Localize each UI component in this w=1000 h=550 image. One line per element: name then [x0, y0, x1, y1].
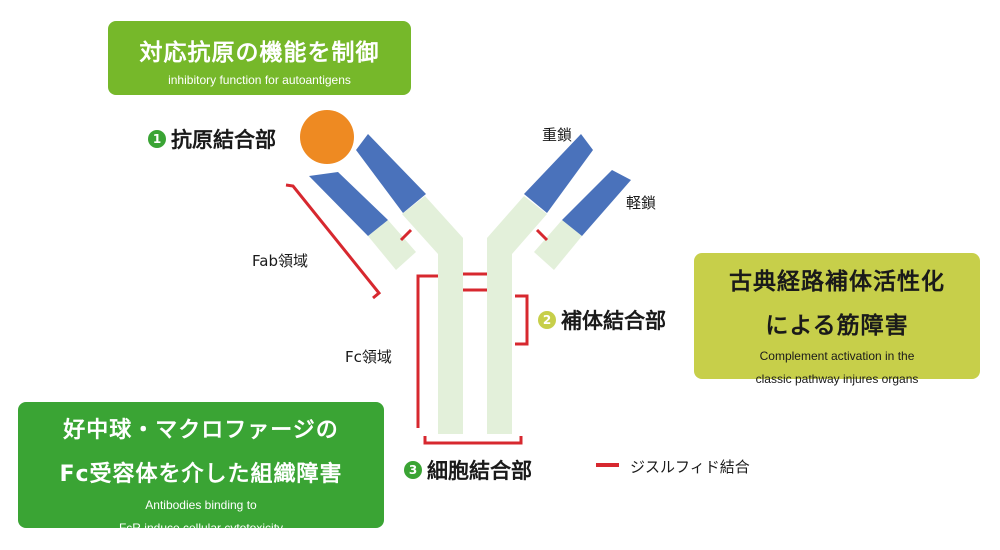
- fc-receptor-box: 好中球・マクロファージの Fc受容体を介した組織障害 Antibodies bi…: [18, 402, 384, 535]
- light-chain-left-constant: [368, 220, 416, 270]
- fc-right-stem: [487, 262, 512, 434]
- antigen-binding-site-text: 抗原結合部: [171, 128, 276, 152]
- inhibitory-title: 対応抗原の機能を制御: [139, 40, 380, 66]
- legend-disulfide-label: ジスルフィド結合: [630, 458, 750, 476]
- number-badge: 2: [538, 311, 556, 329]
- antigen-binding-site-label: 1 抗原結合部: [148, 124, 276, 154]
- light-chain-left-variable: [309, 172, 388, 236]
- cell-binding-site-label: 3 細胞結合部: [404, 455, 532, 485]
- heavy-chain-left-constant: [402, 196, 463, 266]
- fc-title-line1: 好中球・マクロファージの: [63, 418, 339, 443]
- antigen-circle: [300, 110, 354, 164]
- disulfide-bond-left-arm: [399, 228, 413, 242]
- heavy-chain-label: 重鎖: [542, 126, 573, 144]
- number-badge: 3: [404, 461, 422, 479]
- cell-site-bracket: [423, 436, 523, 445]
- fc-subtitle-line1: Antibodies binding to: [145, 498, 257, 512]
- complement-subtitle-line2: classic pathway injures organs: [755, 372, 919, 386]
- heavy-chain-left-variable: [356, 134, 426, 213]
- fab-region-bracket: [285, 183, 382, 300]
- complement-binding-site-text: 補体結合部: [561, 309, 666, 333]
- light-chain-label: 軽鎖: [626, 194, 657, 212]
- complement-title-line2: による筋障害: [765, 313, 909, 339]
- fc-title-line2: Fc受容体を介した組織障害: [59, 462, 343, 487]
- heavy-chain-right-variable: [524, 134, 593, 213]
- fc-region-label: Fc領域: [345, 348, 392, 366]
- light-chain-right-variable: [562, 170, 631, 236]
- complement-site-bracket: [515, 294, 529, 346]
- fc-left-stem: [438, 262, 463, 434]
- complement-title-line1: 古典経路補体活性化: [729, 269, 945, 295]
- number-badge: 1: [148, 130, 166, 148]
- disulfide-bond-right-arm: [535, 228, 549, 242]
- inhibitory-function-box: 対応抗原の機能を制御 inhibitory function for autoa…: [108, 21, 411, 95]
- complement-binding-site-label: 2 補体結合部: [538, 305, 666, 335]
- fc-subtitle-line2: FcR induce cellular cytotoxicity: [118, 521, 284, 535]
- inhibitory-subtitle: inhibitory function for autoantigens: [168, 73, 351, 87]
- fc-region-bracket: [416, 274, 438, 428]
- light-chain-right-constant: [534, 220, 582, 270]
- complement-subtitle-line1: Complement activation in the: [759, 349, 915, 363]
- fab-region-label: Fab領域: [252, 252, 308, 270]
- cell-binding-site-text: 細胞結合部: [427, 459, 532, 483]
- complement-activation-box: 古典経路補体活性化 による筋障害 Complement activation i…: [694, 253, 980, 386]
- heavy-chain-right-constant: [487, 196, 547, 266]
